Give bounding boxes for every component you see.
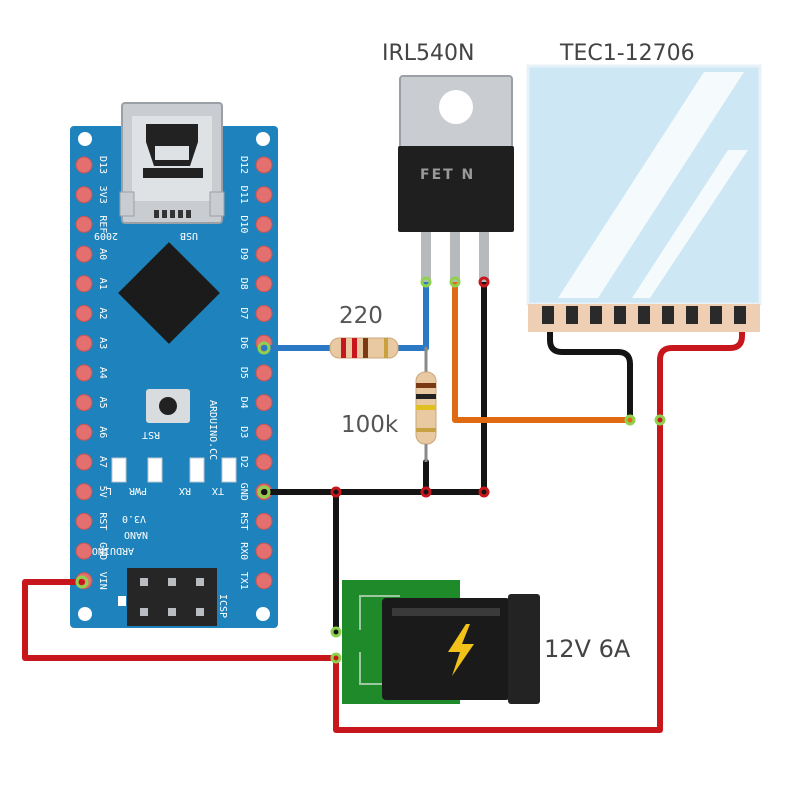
- right-pin-label-d12: D12: [238, 156, 249, 174]
- left-pin-label-a2: A2: [97, 307, 108, 319]
- right-pin-d4: [255, 394, 273, 412]
- right-pin-rst: [255, 512, 273, 530]
- left-pin-3v3: [75, 186, 93, 204]
- right-pin-d9: [255, 245, 273, 263]
- status-leds: [111, 457, 237, 483]
- microcontroller-chip: [118, 242, 220, 344]
- year-label: 2009: [94, 230, 118, 241]
- left-pin-label-a5: A5: [97, 397, 108, 409]
- board-name-line-3: V3.0: [122, 513, 146, 524]
- right-pin-label-gnd: GND: [238, 483, 249, 501]
- right-pin-d8: [255, 275, 273, 293]
- left-pin-a1: [75, 275, 93, 293]
- left-pin-label-a0: A0: [97, 248, 108, 260]
- right-pin-d11: [255, 186, 273, 204]
- brand-label: ARDUINO.CC: [207, 400, 218, 460]
- left-pin-label-d13: D13: [97, 156, 108, 174]
- led-label-pwr: PWR: [128, 485, 147, 496]
- right-pin-label-d4: D4: [238, 397, 249, 409]
- resistor-220: [329, 337, 399, 359]
- left-pin-5v: [75, 483, 93, 501]
- arduino-nano-board: 2009 USB RST ARDUINO.CC L PWR RX TX V3.0…: [70, 102, 278, 628]
- wire-supply-positive: [333, 417, 663, 733]
- peltier-black-lead: [547, 323, 633, 423]
- right-pin-tx1: [255, 572, 273, 590]
- left-pin-a3: [75, 334, 93, 352]
- left-pin-label-a6: A6: [97, 426, 108, 438]
- reset-button: [146, 389, 190, 423]
- lightning-bolt-icon: [448, 624, 474, 676]
- icsp-label: ICSP: [217, 594, 228, 618]
- peltier-label: TEC1-12706: [559, 41, 695, 66]
- right-pin-label-d11: D11: [238, 186, 249, 204]
- right-pin-label-d6: D6: [238, 337, 249, 349]
- left-pin-a5: [75, 394, 93, 412]
- power-jack-module: [342, 580, 540, 704]
- left-pin-rst: [75, 512, 93, 530]
- right-pin-label-rx0: RX0: [238, 542, 249, 560]
- resistor-100k-label: 100k: [341, 412, 399, 438]
- rst-label: RST: [142, 429, 160, 440]
- right-pin-label-tx1: TX1: [238, 572, 249, 590]
- left-pin-a2: [75, 305, 93, 322]
- right-pin-label-d5: D5: [238, 367, 249, 379]
- usb-label: USB: [180, 230, 198, 241]
- peltier-red-lead: [657, 323, 745, 423]
- right-pin-d5: [255, 364, 273, 382]
- right-pin-label-d3: D3: [238, 426, 249, 438]
- left-pin-a6: [75, 423, 93, 441]
- right-pin-label-d9: D9: [238, 248, 249, 260]
- led-label-rx: RX: [179, 485, 191, 496]
- right-pin-label-d8: D8: [238, 278, 249, 290]
- led-label-l: L: [106, 485, 112, 496]
- left-pin-label-gnd: GND: [97, 542, 108, 560]
- connection-highlights: [75, 276, 666, 664]
- icsp-header: [118, 568, 217, 626]
- led-label-tx: TX: [212, 485, 224, 496]
- right-pin-d3: [255, 423, 273, 441]
- right-pin-label-d7: D7: [238, 307, 249, 319]
- right-pin-d2: [255, 453, 273, 471]
- wire-gate: [395, 279, 429, 351]
- left-pin-d13: [75, 156, 93, 174]
- board-name-line-1: ARDUINO: [92, 545, 134, 556]
- resistor-100k: [415, 371, 437, 445]
- mosfet-label: IRL540N: [382, 41, 474, 66]
- right-pin-d10: [255, 215, 273, 233]
- left-pin-label-vin: VIN: [97, 572, 108, 590]
- right-pin-d12: [255, 156, 273, 174]
- right-pin-label-rst: RST: [238, 512, 249, 530]
- wire-vin: [22, 579, 339, 661]
- usb-connector: [119, 102, 225, 224]
- left-pin-ref: [75, 215, 93, 233]
- mosfet-irl540n: [398, 75, 514, 282]
- left-pin-a4: [75, 364, 93, 382]
- right-pin-label-d2: D2: [238, 456, 249, 468]
- right-pin-d7: [255, 305, 273, 322]
- left-pin-gnd: [75, 542, 93, 560]
- left-pin-label-a4: A4: [97, 367, 108, 379]
- left-pin-label-5v: 5V: [97, 486, 108, 498]
- left-pin-label-ref: REF: [97, 215, 108, 233]
- left-pin-label-a1: A1: [97, 278, 108, 290]
- left-pin-label-3v3: 3V3: [97, 186, 108, 204]
- peltier-tec1-12706: [526, 64, 762, 332]
- left-pin-label-rst: RST: [97, 512, 108, 530]
- board-name-line-2: NANO: [124, 529, 148, 540]
- wire-drain: [452, 279, 633, 423]
- left-pin-a7: [75, 453, 93, 471]
- left-pin-label-a7: A7: [97, 456, 108, 468]
- resistor-220-label: 220: [339, 303, 383, 329]
- right-pin-label-d10: D10: [238, 215, 249, 233]
- left-pin-a0: [75, 245, 93, 263]
- wires: [22, 279, 745, 733]
- left-pin-label-a3: A3: [97, 337, 108, 349]
- power-supply-label: 12V 6A: [544, 635, 631, 663]
- right-pin-rx0: [255, 542, 273, 560]
- mosfet-marking: FET N: [420, 167, 475, 183]
